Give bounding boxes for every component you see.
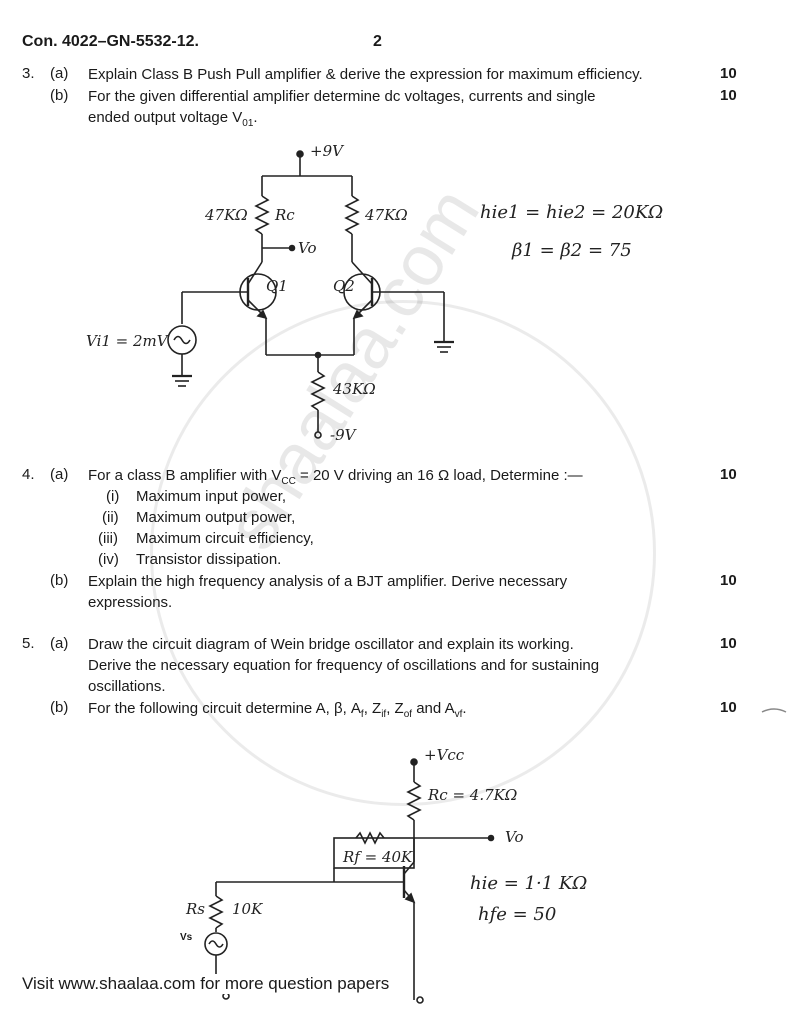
q3b-label: (b)	[50, 87, 69, 104]
q5a-line3: oscillations.	[88, 678, 166, 695]
paper-code: Con. 4022–GN-5532-12.	[22, 33, 199, 50]
fb-rs-label: Rs	[186, 900, 205, 918]
q4a-item-3-text: Maximum circuit efficiency,	[136, 530, 314, 547]
q3a-marks: 10	[720, 65, 737, 82]
q4a-item-3-num: (iii)	[98, 530, 118, 547]
diff-vee-label: -9V	[330, 426, 356, 444]
q4a-text: For a class B amplifier with VCC = 20 V …	[88, 467, 583, 487]
q4b-label: (b)	[50, 572, 69, 589]
q3b-line2: ended output voltage V01.	[88, 109, 258, 129]
footer-link-text[interactable]: Visit www.shaalaa.com for more question …	[22, 974, 390, 994]
fb-vcc-label: +Vcc	[424, 746, 465, 764]
watermark-circle	[150, 300, 656, 806]
q5a-line2: Derive the necessary equation for freque…	[88, 657, 600, 674]
diff-vcc-label: +9V	[310, 142, 343, 160]
q5a-line1: Draw the circuit diagram of Wein bridge …	[88, 636, 574, 653]
diff-q1-label: Q1	[266, 277, 288, 295]
diff-hie-param: hie1 = hie2 = 20KΩ	[480, 202, 664, 223]
q4b-line1: Explain the high frequency analysis of a…	[88, 573, 568, 590]
fb-vs-label: Vs	[180, 932, 193, 943]
q4a-item-4-num: (iv)	[98, 551, 119, 568]
q4a-item-1-num: (i)	[106, 488, 120, 505]
q5b-label: (b)	[50, 699, 69, 716]
q4b-line2: expressions.	[88, 594, 173, 611]
diff-source-label: Vi1 = 2mV	[86, 332, 168, 350]
q3a-label: (a)	[50, 65, 69, 82]
fb-rf-value: Rf = 40K	[343, 848, 413, 866]
q4a-item-2-text: Maximum output power,	[136, 509, 296, 526]
diff-q2-label: Q2	[333, 277, 355, 295]
q4b-marks: 10	[720, 572, 737, 589]
q4a-label: (a)	[50, 466, 69, 483]
page-number: 2	[373, 33, 382, 50]
fb-hie-param: hie = 1·1 KΩ	[470, 873, 588, 894]
diff-rc-symbol: Rc	[275, 206, 295, 224]
q5-number: 5.	[22, 635, 35, 652]
diff-beta-param: β1 = β2 = 75	[512, 240, 632, 261]
diff-rc-right-value: 47KΩ	[365, 206, 408, 224]
q3b-line1: For the given differential amplifier det…	[88, 88, 596, 105]
diff-re-value: 43KΩ	[333, 380, 376, 398]
q4-number: 4.	[22, 466, 35, 483]
q5b-text: For the following circuit determine A, β…	[88, 700, 467, 720]
q4a-marks: 10	[720, 466, 737, 483]
q5a-label: (a)	[50, 635, 69, 652]
q5b-marks: 10	[720, 699, 737, 716]
q4a-item-2-num: (ii)	[102, 509, 119, 526]
diff-vo-label: Vo	[298, 239, 317, 257]
q4a-item-1-text: Maximum input power,	[136, 488, 287, 505]
fb-vo-label: Vo	[505, 828, 524, 846]
q3b-marks: 10	[720, 87, 737, 104]
fb-rs-value: 10K	[232, 900, 263, 918]
q3-number: 3.	[22, 65, 35, 82]
fb-hfe-param: hfe = 50	[478, 904, 557, 925]
q3a-text: Explain Class B Push Pull amplifier & de…	[88, 66, 643, 83]
q5a-marks: 10	[720, 635, 737, 652]
q4a-item-4-text: Transistor dissipation.	[136, 551, 282, 568]
fb-rc-value: Rc = 4.7KΩ	[428, 786, 518, 804]
diff-rc-left-value: 47KΩ	[205, 206, 248, 224]
